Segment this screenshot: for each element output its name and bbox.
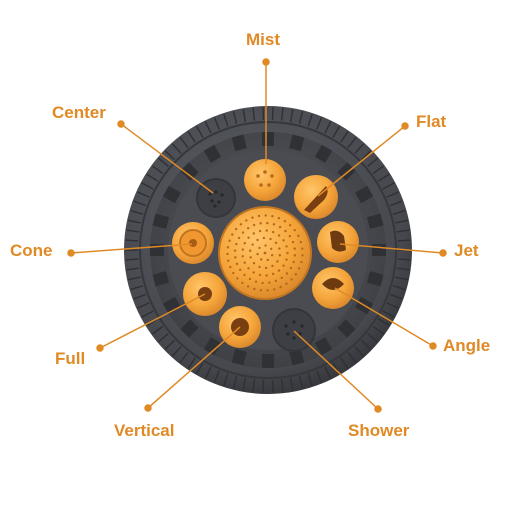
label-cone: Cone (10, 241, 53, 260)
label-flat: Flat (416, 112, 447, 131)
leader-angle (334, 287, 437, 350)
label-center: Center (52, 103, 106, 122)
leader-full (96, 293, 206, 352)
nozzle-angle (312, 267, 354, 309)
center-shower-head (218, 206, 312, 300)
nozzle-flat (294, 175, 338, 219)
leader-cone (67, 243, 193, 257)
rim-inner-edge (139, 121, 397, 379)
label-shower: Shower (348, 421, 410, 440)
nozzle-jet (317, 221, 359, 263)
leader-shower (293, 330, 382, 413)
leader-center (117, 120, 214, 194)
leader-jet (339, 243, 447, 257)
label-vertical: Vertical (114, 421, 175, 440)
label-mist: Mist (246, 30, 280, 49)
leader-vertical (144, 326, 241, 412)
leader-flat (317, 122, 409, 197)
nozzle-mist (244, 159, 286, 201)
label-angle: Angle (443, 336, 491, 355)
label-full: Full (55, 349, 86, 368)
nozzle-cone (172, 222, 214, 264)
label-jet: Jet (454, 241, 479, 260)
leader-mist (262, 58, 270, 164)
